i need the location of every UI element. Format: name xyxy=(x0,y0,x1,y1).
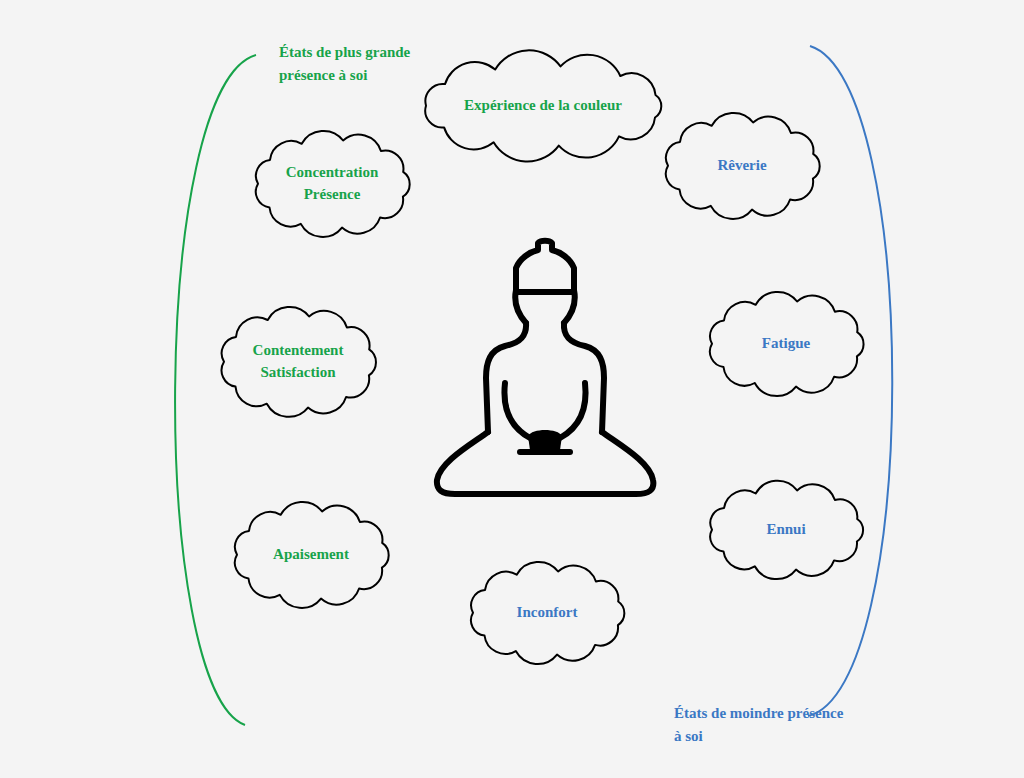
state-cloud: ContentementSatisfaction xyxy=(214,306,382,418)
state-text: Expérience de la couleur xyxy=(464,95,622,117)
hands xyxy=(528,430,562,450)
state-text: Ennui xyxy=(766,519,805,541)
group-label: États de plus grande présence à soi xyxy=(279,41,449,86)
state-cloud: Expérience de la couleur xyxy=(416,56,670,156)
state-text: Présence xyxy=(304,184,361,206)
cloud-shape xyxy=(256,131,410,237)
cloud-shape xyxy=(235,502,389,608)
cloud-outline xyxy=(214,306,382,418)
state-text: Apaisement xyxy=(273,544,349,566)
cloud-shape xyxy=(425,50,661,161)
state-cloud: Fatigue xyxy=(702,291,870,397)
state-cloud: Inconfort xyxy=(463,561,631,665)
state-cloud: Rêverie xyxy=(658,112,826,220)
cloud-shape xyxy=(666,113,820,219)
cloud-shape xyxy=(222,307,376,417)
state-text: Fatigue xyxy=(762,333,810,355)
state-text: Concentration xyxy=(286,162,379,184)
state-cloud: ConcentrationPrésence xyxy=(248,130,416,238)
state-text: Inconfort xyxy=(517,602,578,624)
cloud-shape xyxy=(471,562,624,664)
state-text: Satisfaction xyxy=(261,362,336,384)
group-label: États de moindre présence à soi xyxy=(674,702,844,747)
meditating-figure xyxy=(437,241,653,494)
state-cloud: Ennui xyxy=(702,480,870,580)
state-text: Contentement xyxy=(253,340,344,362)
cloud-shape xyxy=(710,292,864,396)
state-text: Rêverie xyxy=(717,155,766,177)
cloud-shape xyxy=(710,481,863,579)
cloud-outline xyxy=(248,130,416,238)
state-cloud: Apaisement xyxy=(227,501,395,609)
